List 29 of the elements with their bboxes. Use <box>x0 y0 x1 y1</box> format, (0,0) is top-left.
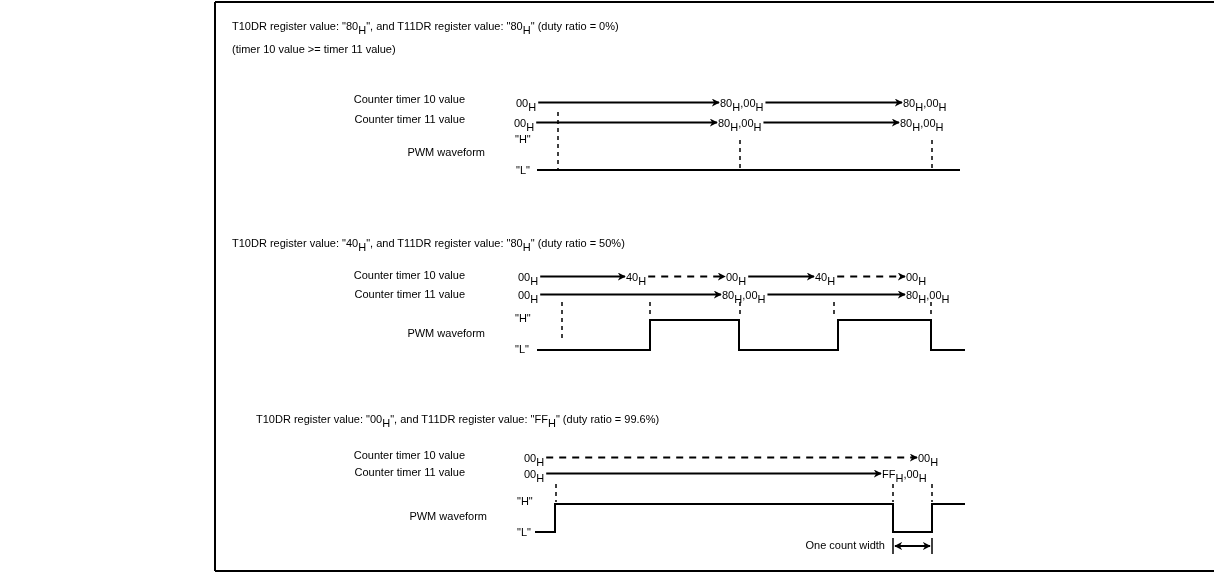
signal-name: Counter timer 11 value <box>354 113 465 126</box>
level-label: "L" <box>517 526 531 539</box>
level-label: "H" <box>515 312 531 325</box>
arrow <box>535 118 718 127</box>
signal-name: PWM waveform <box>409 510 487 523</box>
arrow <box>762 118 900 127</box>
arrow <box>836 272 906 281</box>
signal-name: Counter timer 10 value <box>353 449 465 462</box>
level-label: "H" <box>517 495 533 508</box>
signal-name: Counter timer 10 value <box>353 93 465 106</box>
arrow <box>537 98 720 107</box>
level-label: "L" <box>515 343 529 356</box>
arrow <box>545 469 882 478</box>
signal-name: Counter timer 11 value <box>354 288 465 301</box>
signal-name: PWM waveform <box>407 146 485 159</box>
arrow <box>539 272 626 281</box>
arrow <box>647 272 726 281</box>
level-label: "L" <box>516 164 530 177</box>
arrow <box>545 453 918 462</box>
note-text: (timer 10 value >= timer 11 value) <box>232 43 396 56</box>
dimension-label: One count width <box>805 539 885 552</box>
arrow <box>764 98 903 107</box>
arrow <box>539 290 722 299</box>
signal-name: Counter timer 10 value <box>353 269 465 282</box>
signal-name: PWM waveform <box>407 327 485 340</box>
arrow <box>766 290 906 299</box>
signal-name: Counter timer 11 value <box>354 466 465 479</box>
arrow <box>747 272 815 281</box>
level-label: "H" <box>515 133 531 146</box>
